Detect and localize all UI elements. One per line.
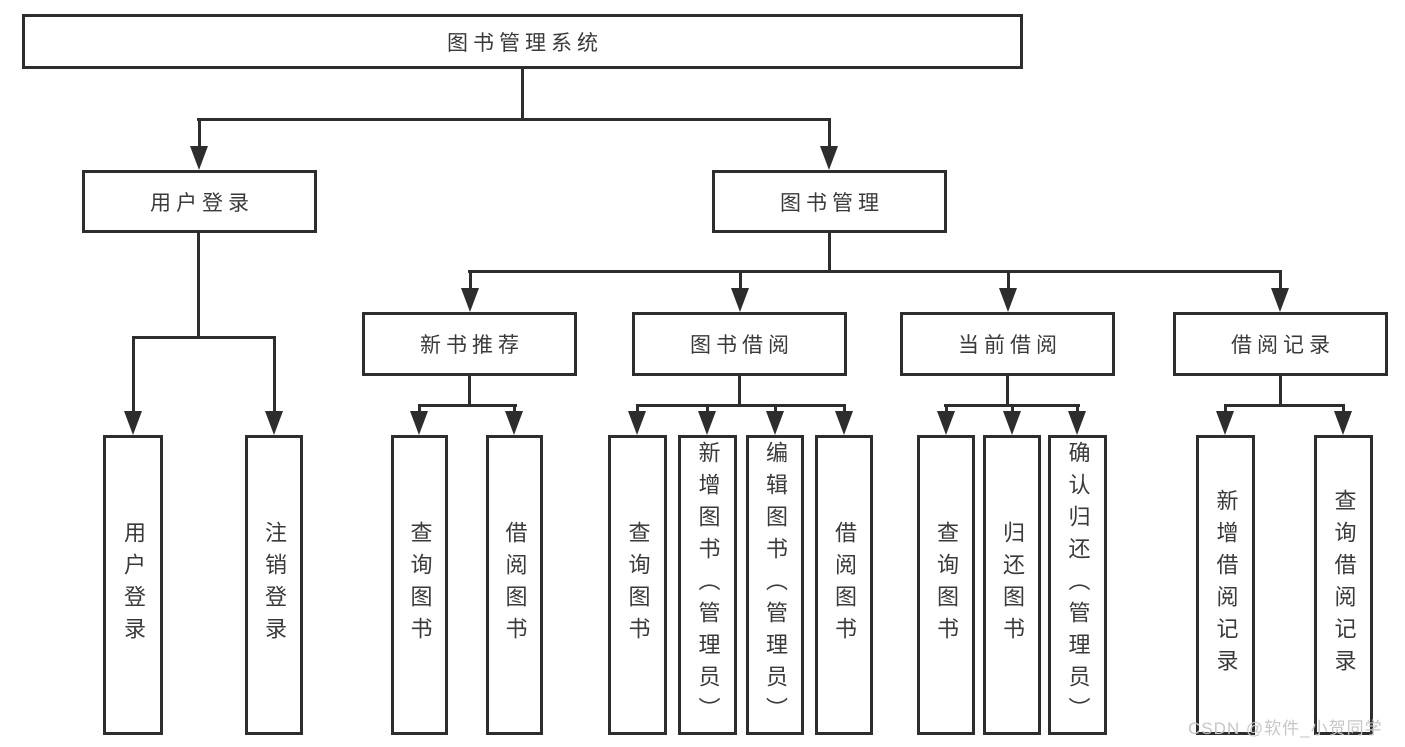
arrow-to-borrow-books-recommend	[505, 407, 523, 435]
node-book-borrowing: 图书借阅	[632, 312, 847, 376]
arrow-to-query-books-current	[937, 407, 955, 435]
arrow-to-logout-leaf	[265, 339, 283, 435]
connector-level1-bar	[197, 118, 831, 121]
node-new-book-recommendation-label: 新书推荐	[420, 334, 524, 357]
connector-borrow-record-stem	[1279, 376, 1282, 407]
arrow-to-confirm-return-admin	[1068, 407, 1086, 435]
node-leaf-user-login: 用户登录	[103, 435, 163, 735]
node-user-login-label: 用户登录	[150, 191, 254, 215]
node-leaf-query-books-recommend-label: 查询图书	[407, 521, 433, 649]
node-borrowing-records: 借阅记录	[1173, 312, 1388, 376]
node-leaf-borrow-books-borrow: 借阅图书	[815, 435, 873, 735]
node-leaf-add-books-admin-label: 新增图书（管理员）	[695, 441, 721, 729]
arrow-to-return-books	[1003, 407, 1021, 435]
connector-user-login-bar	[132, 336, 276, 339]
node-leaf-edit-books-admin-label: 编辑图书（管理员）	[763, 441, 788, 729]
node-leaf-confirm-return-admin: 确认归还（管理员）	[1048, 435, 1107, 735]
node-leaf-borrow-books-borrow-label: 借阅图书	[832, 521, 857, 649]
connector-new-book-stem	[468, 376, 471, 407]
node-leaf-logout: 注销登录	[245, 435, 303, 735]
node-book-management-label: 图书管理	[780, 191, 884, 215]
node-leaf-query-borrow-record: 查询借阅记录	[1314, 435, 1373, 735]
node-current-borrowing: 当前借阅	[900, 312, 1115, 376]
arrow-to-add-books-admin	[698, 407, 716, 435]
node-leaf-user-login-label: 用户登录	[121, 521, 146, 649]
node-leaf-add-borrow-record-label: 新增借阅记录	[1213, 489, 1239, 681]
node-user-login: 用户登录	[82, 170, 317, 233]
connector-book-borrow-stem	[738, 376, 741, 407]
arrow-to-query-books-recommend	[410, 407, 428, 435]
node-leaf-add-borrow-record: 新增借阅记录	[1196, 435, 1255, 735]
node-leaf-query-books-current-label: 查询图书	[934, 521, 959, 649]
connector-book-management-stem	[828, 233, 831, 273]
arrow-to-user-login-leaf	[124, 339, 142, 435]
node-book-management: 图书管理	[712, 170, 947, 233]
arrow-to-edit-books-admin	[766, 407, 784, 435]
connector-new-book-bar	[418, 404, 517, 407]
node-leaf-query-books-current: 查询图书	[917, 435, 975, 735]
node-leaf-confirm-return-admin-label: 确认归还（管理员）	[1065, 441, 1091, 729]
arrow-to-query-borrow-record	[1334, 407, 1352, 435]
arrow-to-borrow-books-borrow	[835, 407, 853, 435]
node-borrowing-records-label: 借阅记录	[1231, 334, 1335, 357]
connector-user-login-stem	[197, 233, 200, 336]
watermark: CSDN @软件_小贺同学	[1188, 719, 1383, 738]
node-leaf-query-books-recommend: 查询图书	[391, 435, 448, 735]
connector-level2-bar	[468, 270, 1282, 273]
arrow-to-current-borrowing	[999, 273, 1017, 312]
node-leaf-add-books-admin: 新增图书（管理员）	[678, 435, 737, 735]
node-new-book-recommendation: 新书推荐	[362, 312, 577, 376]
node-leaf-query-books-borrow-label: 查询图书	[625, 521, 651, 649]
node-leaf-borrow-books-recommend-label: 借阅图书	[502, 521, 528, 649]
connector-current-borrow-stem	[1006, 376, 1009, 407]
connector-root-stem	[521, 68, 524, 118]
node-leaf-borrow-books-recommend: 借阅图书	[486, 435, 543, 735]
connector-current-borrow-bar	[944, 404, 1080, 407]
arrow-to-query-books-borrow	[628, 407, 646, 435]
arrow-to-book-borrowing	[731, 273, 749, 312]
node-leaf-logout-label: 注销登录	[262, 521, 287, 649]
node-library-system: 图书管理系统	[22, 14, 1023, 69]
node-leaf-edit-books-admin: 编辑图书（管理员）	[746, 435, 804, 735]
connector-book-borrow-bar	[636, 404, 846, 407]
node-leaf-query-borrow-record-label: 查询借阅记录	[1331, 489, 1357, 681]
arrow-to-add-borrow-record	[1216, 407, 1234, 435]
node-leaf-return-books: 归还图书	[983, 435, 1041, 735]
node-leaf-return-books-label: 归还图书	[1000, 521, 1025, 649]
node-book-borrowing-label: 图书借阅	[690, 334, 794, 357]
arrow-to-user-login	[190, 121, 208, 170]
node-current-borrowing-label: 当前借阅	[958, 334, 1062, 357]
node-leaf-query-books-borrow: 查询图书	[608, 435, 667, 735]
arrow-to-new-book-recommendation	[461, 273, 479, 312]
arrow-to-book-management	[820, 121, 838, 170]
node-library-system-label: 图书管理系统	[447, 31, 603, 55]
arrow-to-borrowing-records	[1271, 273, 1289, 312]
connector-borrow-record-bar	[1224, 404, 1345, 407]
